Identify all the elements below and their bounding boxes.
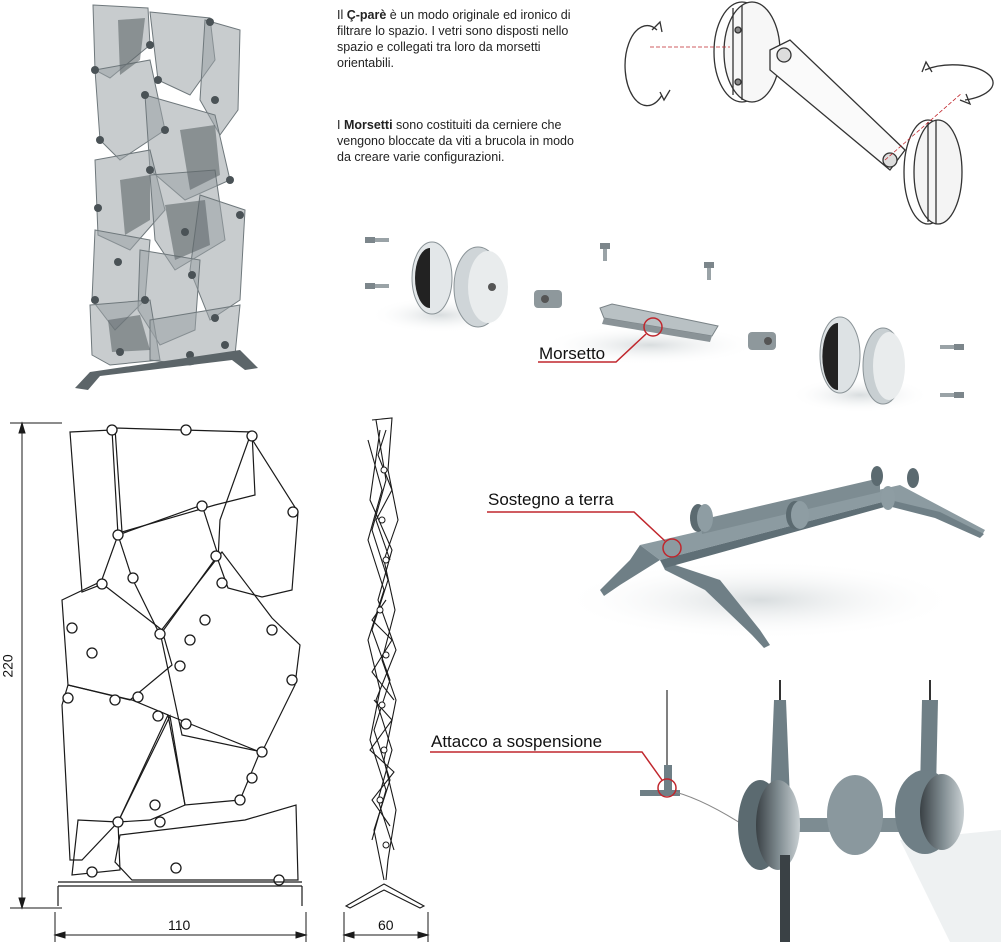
exploded-view [365,237,964,413]
suspension-callout-lines [430,751,677,798]
dimension-side-width: 60 [378,917,394,933]
label-attacco-a-sospensione: Attacco a sospensione [431,732,603,751]
dimension-height: 220 [0,654,16,678]
front-elevation-base [57,881,303,906]
label-sostegno-a-terra: Sostegno a terra [488,490,614,509]
screen-3d-render [75,4,258,390]
dimension-front-width: 110 [168,917,191,933]
description-text: Il Ç-parè è un modo originale ed ironico… [337,7,577,211]
morsetti-term: Morsetti [343,118,393,132]
hinge-sketch [624,1,994,225]
dimension-lines [10,421,430,942]
front-elevation-joints [62,424,299,886]
morsetto-callout-lines [538,317,663,363]
side-elevation-joints [376,466,390,849]
suspension-attachment-render [640,680,1001,942]
ground-support-render [560,466,985,648]
ground-support-callout-lines [487,511,682,558]
label-morsetto: Morsetto [539,344,606,363]
front-elevation [61,427,301,881]
description-paragraph-1: Il Ç-parè è un modo originale ed ironico… [337,8,571,70]
description-paragraph-2: I Morsetti sono costituiti da cerniere c… [337,118,574,164]
product-name: Ç-parè [346,8,387,22]
side-elevation [344,417,426,909]
